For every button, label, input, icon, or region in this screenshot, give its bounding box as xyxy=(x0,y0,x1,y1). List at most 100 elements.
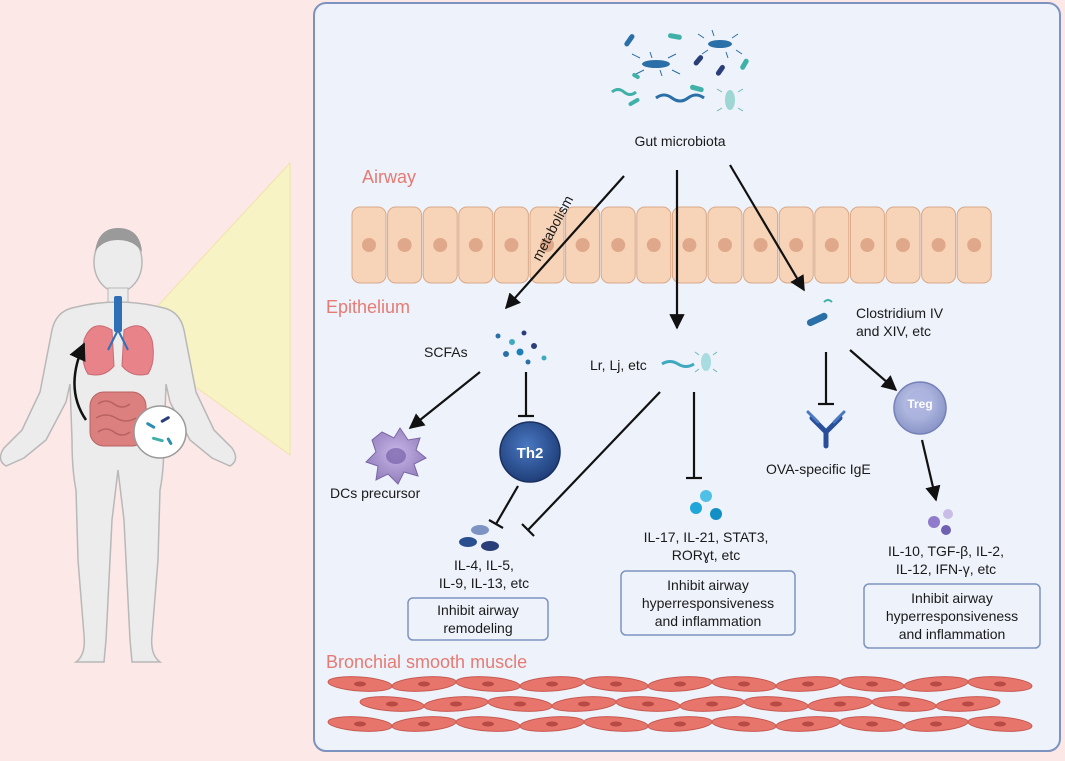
cell-nucleus xyxy=(931,238,946,252)
right-outcome-line3: and inflammation xyxy=(899,626,1006,642)
middle-outcome-box xyxy=(620,570,796,636)
bacterium-icon xyxy=(632,73,640,79)
right-cytokines-line1: IL-10, TGF-β, IL-2, xyxy=(888,543,1004,559)
antibody-icon xyxy=(806,410,846,449)
muscle-cell-nucleus xyxy=(482,681,494,687)
muscle-cell-nucleus xyxy=(898,701,910,707)
muscle-cell-nucleus xyxy=(770,701,782,707)
bacterium-icon xyxy=(631,51,681,77)
treg-cell: Treg xyxy=(893,381,947,435)
bacterium-icon xyxy=(690,84,704,93)
muscle-cell-nucleus xyxy=(546,681,558,687)
gut-microbiota-cluster xyxy=(611,29,749,112)
arrow-to-scfas xyxy=(504,175,625,310)
muscle-cell-nucleus xyxy=(930,721,942,727)
muscle-cell-nucleus xyxy=(674,721,686,727)
clostridium-label-line1: Clostridium IV xyxy=(856,305,944,321)
cell-nucleus xyxy=(789,238,804,252)
muscle-cell-nucleus xyxy=(994,681,1006,687)
hair xyxy=(95,228,142,252)
arrow-to-clostridium xyxy=(729,164,805,292)
cell-nucleus xyxy=(824,238,839,252)
cell-nucleus xyxy=(504,238,519,252)
bacterium-icon xyxy=(697,29,743,59)
muscle-cell-nucleus xyxy=(930,681,942,687)
ova-ige-label: OVA-specific IgE xyxy=(766,461,871,477)
lactobacillus-icon xyxy=(661,351,718,373)
inhibit-lr-lj-to-left-cytokines xyxy=(527,391,661,531)
bacterium-icon xyxy=(667,33,682,40)
muscle-cell-nucleus xyxy=(450,701,462,707)
muscle-cell-nucleus xyxy=(514,701,526,707)
muscle-cell-nucleus xyxy=(610,681,622,687)
cell-nucleus xyxy=(682,238,697,252)
microbiota-magnifier xyxy=(133,405,187,459)
muscle-cell-nucleus xyxy=(994,721,1006,727)
middle-outcome-line1: Inhibit airway xyxy=(667,577,749,593)
human-body-illustration xyxy=(0,161,291,663)
middle-cytokine-cluster xyxy=(690,490,722,520)
zoom-triangle xyxy=(127,161,291,456)
left-outcome-box xyxy=(407,597,549,641)
middle-cytokines-line1: IL-17, IL-21, STAT3, xyxy=(644,529,769,545)
bacterium-icon xyxy=(655,93,705,103)
cell-nucleus xyxy=(753,238,768,252)
muscle-cell-nucleus xyxy=(546,721,558,727)
muscle-cell-nucleus xyxy=(610,721,622,727)
muscle-cell-nucleus xyxy=(866,681,878,687)
right-lung xyxy=(121,325,154,376)
bacterium-icon xyxy=(624,34,635,47)
smooth-muscle-layer xyxy=(327,676,1033,732)
scfas-molecules xyxy=(495,330,547,365)
right-cytokine-cluster xyxy=(928,509,953,535)
bacterium-icon xyxy=(716,88,744,112)
left-outcome-line1: Inhibit airway xyxy=(437,602,519,618)
muscle-cell-nucleus xyxy=(674,681,686,687)
arrow-scfas-to-dcs xyxy=(408,371,481,429)
cell-nucleus xyxy=(967,238,982,252)
cell-nucleus xyxy=(362,238,376,252)
airway-label: Airway xyxy=(362,167,416,187)
arrow-clostridium-to-treg xyxy=(849,349,898,392)
cell-nucleus xyxy=(896,238,910,252)
muscle-cell-nucleus xyxy=(642,701,654,707)
cell-nucleus xyxy=(468,238,483,252)
left-cytokines-line1: IL-4, IL-5, xyxy=(454,557,514,573)
bacterium-icon xyxy=(715,64,725,76)
th2-label: Th2 xyxy=(517,445,544,462)
muscle-cell-nucleus xyxy=(866,721,878,727)
middle-outcome-line2: hyperresponsiveness xyxy=(642,595,774,611)
left-outcome-line2: remodeling xyxy=(443,620,512,636)
bacterium-icon xyxy=(611,88,637,96)
epithelial-cell-layer xyxy=(351,206,992,284)
body-silhouette xyxy=(0,301,237,663)
gut-microbiota-label: Gut microbiota xyxy=(634,133,725,149)
right-cytokines-line2: IL-12, IFN-γ, etc xyxy=(896,561,996,577)
right-outcome-line2: hyperresponsiveness xyxy=(886,608,1018,624)
epithelium-label: Epithelium xyxy=(326,297,410,317)
cell-nucleus xyxy=(433,238,448,252)
gut-lung-arrow xyxy=(69,342,88,421)
muscle-cell-nucleus xyxy=(802,721,814,727)
right-outcome-line1: Inhibit airway xyxy=(911,590,993,606)
muscle-cell-nucleus xyxy=(738,721,750,727)
muscle-cell-nucleus xyxy=(418,721,430,727)
muscle-cell-nucleus xyxy=(706,701,718,707)
bronchial-smooth-muscle-label: Bronchial smooth muscle xyxy=(326,652,527,672)
muscle-cell-nucleus xyxy=(354,681,366,687)
treg-label: Treg xyxy=(907,397,932,411)
right-outcome-box xyxy=(863,583,1041,649)
muscle-cell-nucleus xyxy=(482,721,494,727)
muscle-cell-nucleus xyxy=(578,701,590,707)
bacterium-icon xyxy=(740,58,749,70)
muscle-cell-nucleus xyxy=(418,681,430,687)
arrow-treg-to-cytokines xyxy=(920,439,941,502)
main-panel xyxy=(313,2,1061,752)
cell-nucleus xyxy=(540,238,554,252)
clostridium-label-line2: and XIV, etc xyxy=(856,323,931,339)
muscle-cell-nucleus xyxy=(354,721,366,727)
left-cytokines-line2: IL-9, IL-13, etc xyxy=(439,575,529,591)
muscle-cell-nucleus xyxy=(738,681,750,687)
